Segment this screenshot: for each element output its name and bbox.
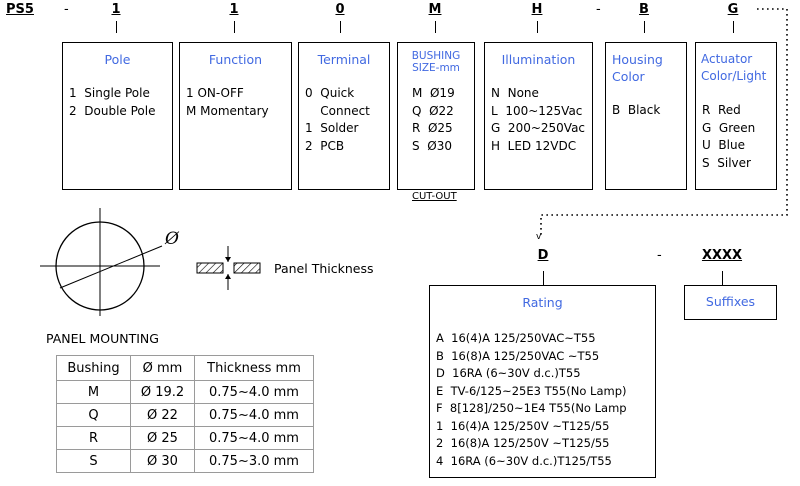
cell-bushing: R (56, 426, 131, 450)
table-row: R Ø 25 0.75~4.0 mm (56, 426, 314, 450)
code-actuator: G (727, 2, 739, 17)
bushing-options: M Ø19 Q Ø22 R Ø25 S Ø30 (412, 86, 455, 153)
phi-symbol: Ø (165, 229, 179, 249)
illumination-options: N None L 100~125Vac G 200~250Vac H LED 1… (491, 86, 586, 153)
table-header-row: Bushing Ø mm Thickness mm (56, 355, 314, 381)
pole-options: 1 Single Pole 2 Double Pole (69, 86, 156, 118)
panel-thickness-symbol (196, 246, 261, 290)
terminal-title: Terminal (317, 52, 371, 67)
cell-diameter: Ø 30 (130, 449, 195, 473)
function-title: Function (208, 52, 263, 67)
cutout-label: CUT-OUT (412, 191, 457, 202)
code-dash: - (64, 2, 69, 17)
illumination-box: Illumination N None L 100~125Vac G 200~2… (484, 42, 593, 190)
actuator-options: R Red G Green U Blue S Silver (702, 103, 756, 170)
terminal-box: Terminal 0 Quick Connect 1 Solder 2 PCB (298, 42, 390, 190)
cell-bushing: S (56, 449, 131, 473)
cell-diameter: Ø 25 (130, 426, 195, 450)
pole-title: Pole (104, 52, 131, 67)
bushing-table: Bushing Ø mm Thickness mm M Ø 19.2 0.75~… (56, 355, 314, 473)
cell-bushing: M (56, 380, 131, 404)
code-illumination: H (531, 2, 543, 17)
pole-box: Pole 1 Single Pole 2 Double Pole (62, 42, 173, 190)
terminal-options: 0 Quick Connect 1 Solder 2 PCB (305, 86, 370, 153)
cell-thickness: 0.75~4.0 mm (194, 403, 314, 427)
cell-diameter: Ø 19.2 (130, 380, 195, 404)
diameter-line (59, 245, 163, 289)
table-row: Q Ø 22 0.75~4.0 mm (56, 403, 314, 427)
code-suffix: XXXX (701, 248, 743, 263)
code-terminal: 0 (335, 2, 345, 17)
suffixes-box: Suffixes (684, 285, 777, 320)
code-pole: 1 (111, 2, 121, 17)
table-row: S Ø 30 0.75~3.0 mm (56, 449, 314, 473)
svg-text:v: v (536, 232, 542, 242)
function-box: Function 1 ON-OFF M Momentary (179, 42, 292, 190)
cell-thickness: 0.75~4.0 mm (194, 426, 314, 450)
rating-box: Rating A 16(4)A 125/250VAC~T55 B 16(8)A … (429, 285, 656, 478)
code-function: 1 (229, 2, 239, 17)
header-bushing: Bushing (56, 355, 131, 381)
panel-mounting-title: PANEL MOUNTING (46, 331, 159, 346)
rating-options: A 16(4)A 125/250VAC~T55 B 16(8)A 125/250… (436, 331, 627, 468)
code-bushing: M (428, 2, 442, 17)
panel-thickness-label: Panel Thickness (274, 261, 374, 276)
code-housing: B (639, 2, 649, 17)
cell-thickness: 0.75~3.0 mm (194, 449, 314, 473)
table-row: M Ø 19.2 0.75~4.0 mm (56, 380, 314, 404)
function-options: 1 ON-OFF M Momentary (186, 86, 269, 118)
cell-bushing: Q (56, 403, 131, 427)
suffixes-title: Suffixes (705, 294, 756, 309)
header-thickness: Thickness mm (194, 355, 314, 381)
code-rating: D (537, 248, 549, 263)
illumination-title: Illumination (501, 52, 576, 67)
header-diameter: Ø mm (130, 355, 195, 381)
code-dash: - (657, 248, 662, 263)
code-dash: - (596, 2, 601, 17)
code-prefix: PS5 (6, 2, 34, 17)
housing-options: B Black (612, 103, 661, 117)
rating-title: Rating (522, 295, 563, 310)
panel-mounting-diagram (40, 208, 261, 316)
cell-thickness: 0.75~4.0 mm (194, 380, 314, 404)
cell-diameter: Ø 22 (130, 403, 195, 427)
